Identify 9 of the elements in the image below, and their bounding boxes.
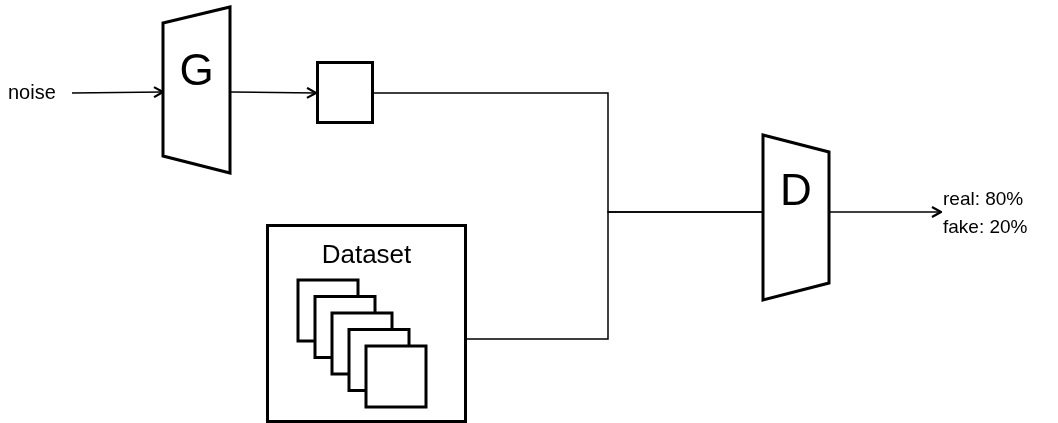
input-label: noise	[8, 78, 72, 106]
connector-arrow	[829, 205, 943, 219]
output-box	[316, 61, 374, 124]
connector-arrow	[230, 86, 318, 99]
block-label: G	[178, 44, 215, 96]
box-title: Dataset	[320, 239, 413, 270]
block-label: D	[779, 164, 813, 216]
dataset-box	[266, 224, 467, 423]
output-label: real: 80% fake: 20%	[943, 185, 1055, 243]
